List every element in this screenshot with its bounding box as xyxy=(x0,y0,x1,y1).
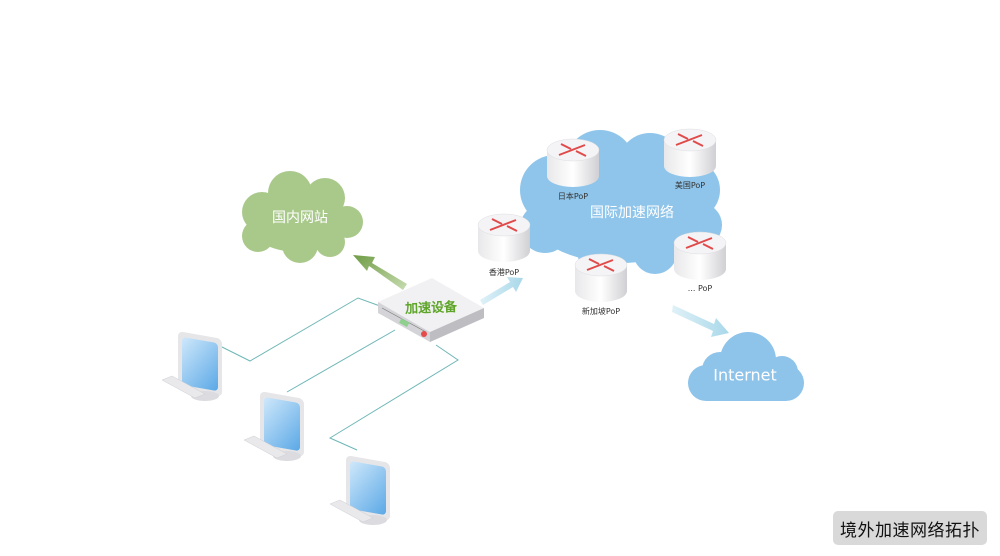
router-arrows-icon xyxy=(558,143,587,157)
pop-label-other: ... PoP xyxy=(687,284,713,293)
pc-3 xyxy=(329,455,390,525)
router-arrows-icon xyxy=(489,218,518,232)
router-arrows-icon xyxy=(586,258,615,272)
internet-cloud-label: Internet xyxy=(713,365,777,385)
arrow-to-domestic xyxy=(353,255,407,290)
router-singapore xyxy=(574,253,628,302)
pop-label-usa: 美国PoP xyxy=(674,181,706,190)
intl-cloud-label: 国际加速网络 xyxy=(590,205,674,221)
internet-cloud xyxy=(688,332,804,401)
pop-label-hongkong: 香港PoP xyxy=(488,268,520,277)
router-arrows-icon xyxy=(675,133,704,147)
link-pc1 xyxy=(219,297,381,362)
pc-1 xyxy=(161,331,222,401)
network-links xyxy=(219,297,459,451)
accel-device xyxy=(378,278,484,342)
device-led-red xyxy=(421,331,427,337)
pop-label-japan: 日本PoP xyxy=(557,192,589,201)
router-japan xyxy=(546,138,600,187)
router-usa xyxy=(663,128,717,177)
device-label: 加速设备 xyxy=(404,300,458,317)
link-pc3 xyxy=(328,344,459,451)
pop-label-singapore: 新加坡PoP xyxy=(581,307,621,316)
domestic-cloud-label: 国内网站 xyxy=(272,210,328,226)
arrow-to-internet xyxy=(672,305,729,337)
router-arrows-icon xyxy=(685,236,714,250)
diagram-caption: 境外加速网络拓扑 xyxy=(833,511,987,545)
domestic-cloud xyxy=(242,171,363,263)
pc-2 xyxy=(243,391,304,461)
arrow-to-hk-pop xyxy=(480,277,523,305)
router-hongkong xyxy=(477,213,531,262)
device-led-green xyxy=(399,318,410,327)
link-pc2 xyxy=(286,329,396,393)
router-other xyxy=(673,231,727,280)
